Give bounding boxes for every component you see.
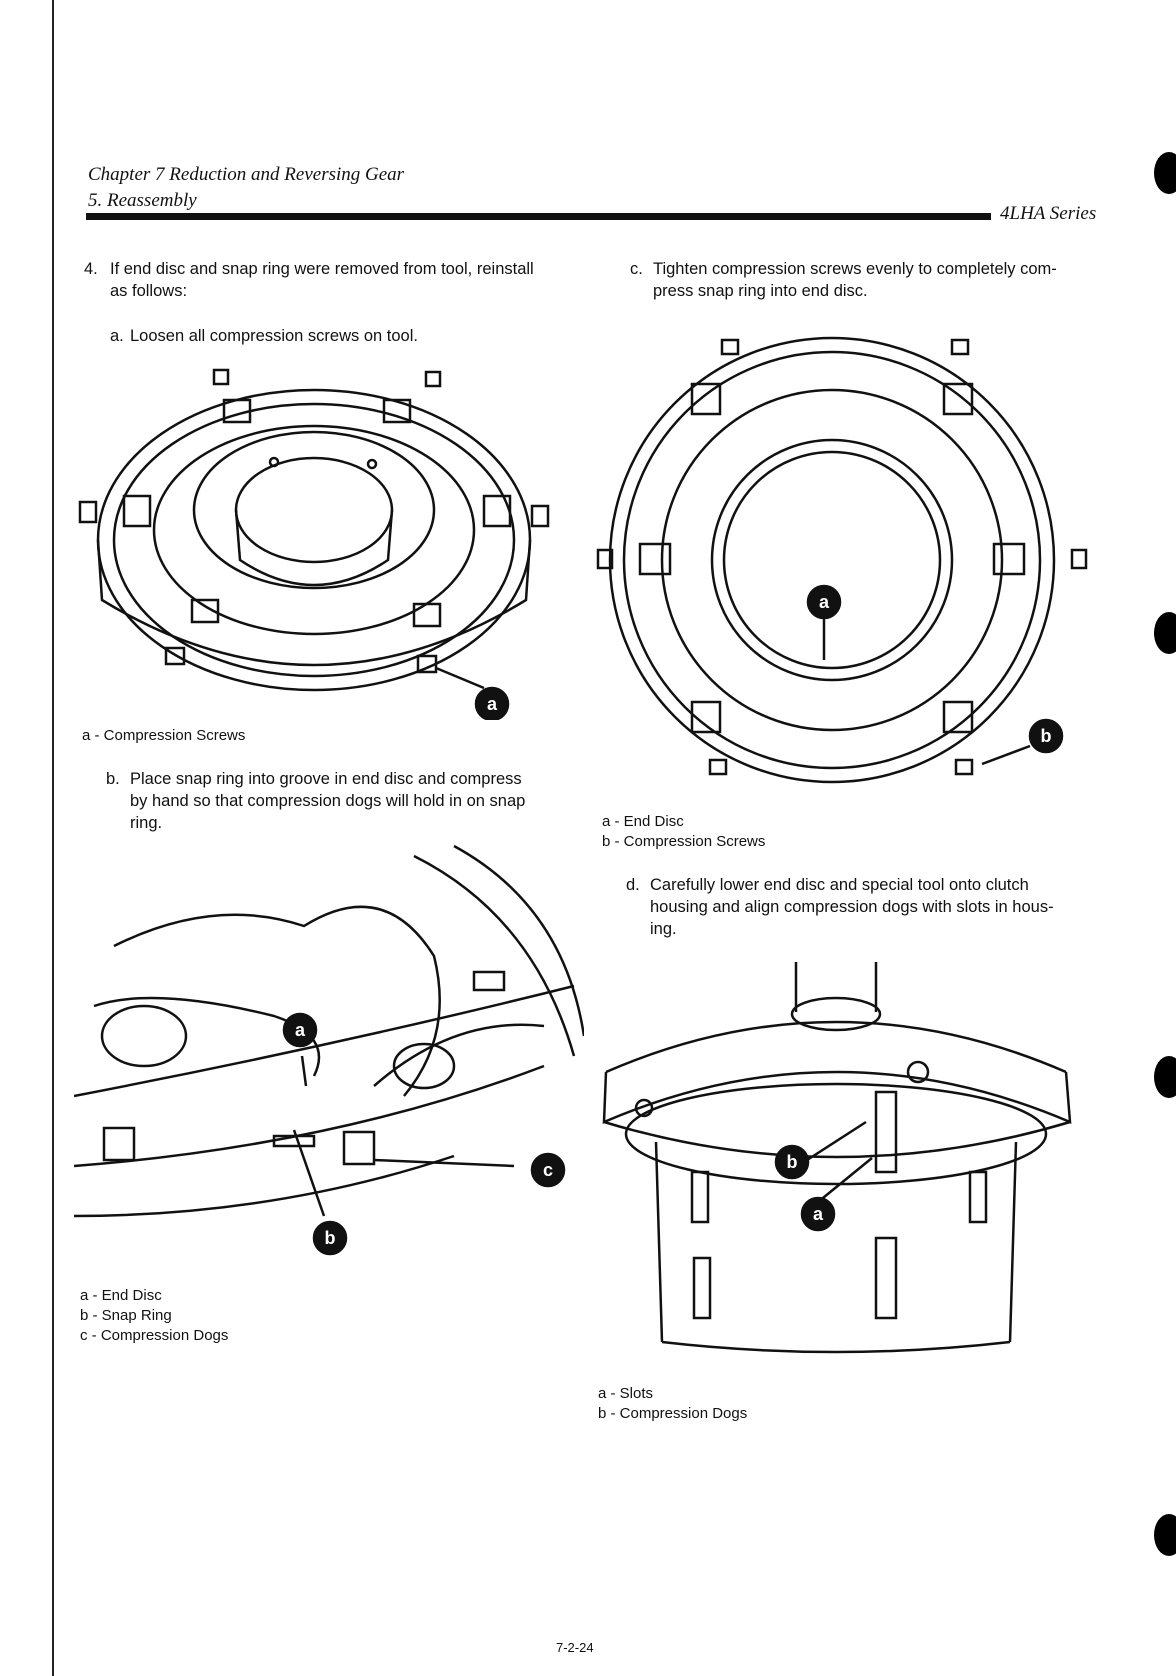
fig2-caption-a: a - End Disc xyxy=(80,1287,162,1304)
fig1-caption: a - Compression Screws xyxy=(82,727,246,744)
step-4-text-line1: If end disc and snap ring were removed f… xyxy=(110,260,534,278)
callout-b: b xyxy=(787,1152,798,1172)
fig2-caption-c: c - Compression Dogs xyxy=(80,1327,229,1344)
binder-hole xyxy=(1154,1056,1176,1098)
step-a-text: Loosen all compression screws on tool. xyxy=(130,327,418,345)
callout-c: c xyxy=(543,1160,553,1180)
fig4-caption-b: b - Compression Dogs xyxy=(598,1405,748,1422)
step-d-number: d. xyxy=(626,876,640,894)
step-d-text-line2: housing and align compression dogs with … xyxy=(650,898,1054,916)
binder-hole xyxy=(1154,1514,1176,1556)
step-d-text-line3: ing. xyxy=(650,920,677,938)
callout-a: a xyxy=(819,592,830,612)
figure-compression-tool-tight: a b xyxy=(592,330,1092,790)
figure-tool-on-clutch-housing: b a xyxy=(596,962,1106,1372)
step-c-number: c. xyxy=(630,260,643,278)
fig4-caption-a: a - Slots xyxy=(598,1385,654,1402)
callout-b: b xyxy=(325,1228,336,1248)
figure-compression-tool-loose: a xyxy=(74,360,564,720)
step-c-text-line2: press snap ring into end disc. xyxy=(653,282,868,300)
figure-snap-ring-by-hand: a b c xyxy=(74,836,584,1266)
section-title: 5. Reassembly xyxy=(88,190,197,211)
step-4-text-line2: as follows: xyxy=(110,282,188,300)
callout-a: a xyxy=(295,1020,306,1040)
header-rule xyxy=(86,213,991,220)
callout-a: a xyxy=(813,1204,824,1224)
fig3-caption-a: a - End Disc xyxy=(602,813,684,830)
callout-b: b xyxy=(1041,726,1052,746)
step-b-number: b. xyxy=(106,770,120,788)
step-d-text-line1: Carefully lower end disc and special too… xyxy=(650,876,1029,894)
step-4-number: 4. xyxy=(84,260,98,278)
binding-margin-line xyxy=(52,0,54,1676)
step-b-text-line3: ring. xyxy=(130,814,163,832)
series-label: 4LHA Series xyxy=(1000,203,1097,224)
step-b-text-line1: Place snap ring into groove in end disc … xyxy=(130,770,522,788)
step-a-number: a. xyxy=(110,327,124,345)
fig3-caption-b: b - Compression Screws xyxy=(602,833,766,850)
fig2-caption-b: b - Snap Ring xyxy=(80,1307,172,1324)
chapter-title: Chapter 7 Reduction and Reversing Gear xyxy=(88,164,405,185)
step-c-text-line1: Tighten compression screws evenly to com… xyxy=(653,260,1057,278)
binder-hole xyxy=(1154,152,1176,194)
callout-a: a xyxy=(487,694,498,714)
page-number: 7-2-24 xyxy=(556,1640,594,1655)
step-b-text-line2: by hand so that compression dogs will ho… xyxy=(130,792,526,810)
binder-hole xyxy=(1154,612,1176,654)
